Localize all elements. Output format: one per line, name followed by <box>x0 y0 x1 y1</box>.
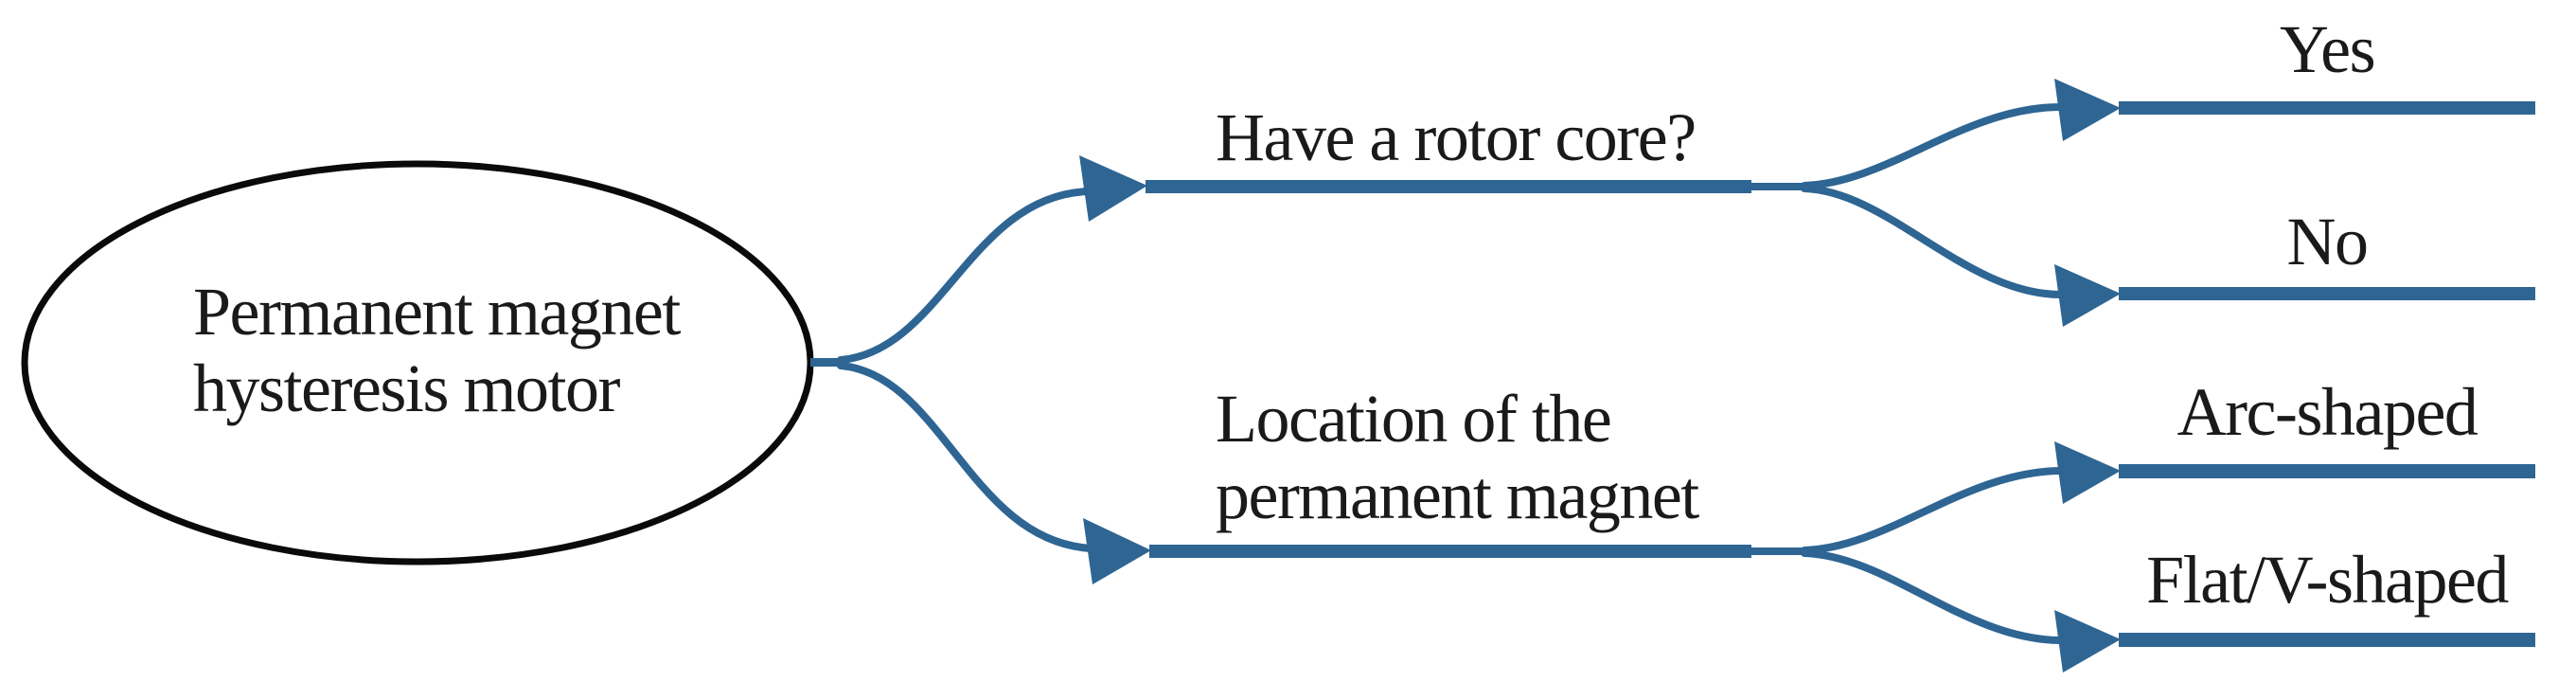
curve-location-to-arc <box>1801 467 2064 554</box>
arc-arrowhead-icon <box>2054 441 2121 504</box>
root-node-label-line2: hysteresis motor <box>193 350 620 426</box>
rotor-arrowhead-icon <box>1079 155 1147 222</box>
flat-arrowhead-icon <box>2054 610 2121 673</box>
leaf-yes-label: Yes <box>2279 11 2376 87</box>
no-arrowhead-icon <box>2054 264 2121 327</box>
branch-bars <box>1146 101 2535 647</box>
yes-arrowhead-icon <box>2054 79 2121 141</box>
leaf-flat-v-shaped-label: Flat/V-shaped <box>2146 542 2509 618</box>
location-arrowhead-icon <box>1083 518 1151 584</box>
no-branch-bar <box>2119 287 2535 300</box>
location-branch-tail <box>1750 547 1806 555</box>
root-node-label-line1: Permanent magnet <box>193 274 681 350</box>
leaf-arc-shaped-label: Arc-shaped <box>2176 374 2478 450</box>
curve-rotor-to-no <box>1801 185 2064 298</box>
yes-branch-bar <box>2119 101 2535 115</box>
arrowheads <box>1079 79 2121 673</box>
curve-root-to-location <box>837 362 1096 552</box>
root-node-label: Permanent magnet hysteresis motor <box>193 274 681 427</box>
curve-root-to-rotor <box>837 188 1093 364</box>
root-connector-stub <box>810 358 844 367</box>
location-branch-bar <box>1149 545 1751 558</box>
rotor-branch-tail <box>1750 183 1806 190</box>
branch-magnet-location-label: Location of the permanent magnet <box>1216 381 1699 534</box>
rotor-branch-bar <box>1146 180 1751 193</box>
flat-branch-bar <box>2119 633 2535 647</box>
branch-magnet-location-label-line2: permanent magnet <box>1216 458 1699 533</box>
branch-rotor-core-label-line1: Have a rotor core? <box>1216 99 1697 175</box>
branch-magnet-location-label-line1: Location of the <box>1216 381 1612 457</box>
arc-branch-bar <box>2119 464 2535 478</box>
curve-rotor-to-yes <box>1801 103 2064 189</box>
branch-rotor-core-label: Have a rotor core? <box>1216 99 1697 176</box>
leaf-no-label: No <box>2286 204 2370 279</box>
curve-location-to-flat <box>1801 549 2064 644</box>
connector-curves <box>837 103 2064 644</box>
